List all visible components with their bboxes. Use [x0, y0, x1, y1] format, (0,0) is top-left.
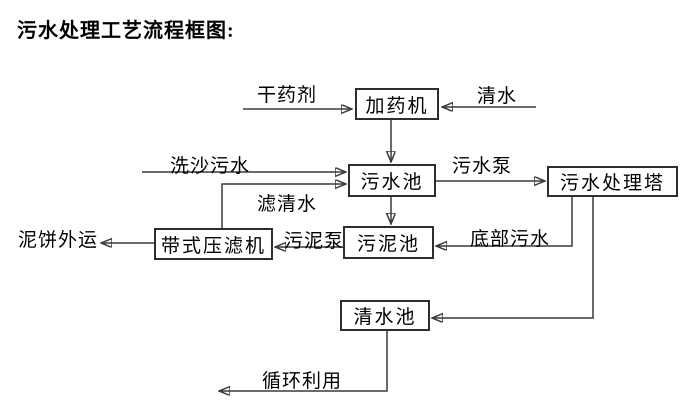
label-bottom-sewage: 底部污水	[470, 229, 551, 250]
label-mud-cake-out: 泥饼外运	[18, 230, 99, 251]
label-dry-agent: 干药剂	[257, 85, 318, 106]
arrow-treatment-tower-to-clean-water-pool	[432, 197, 594, 318]
node-dosing-machine: 加药机	[355, 88, 439, 120]
page-title: 污水处理工艺流程框图:	[17, 20, 235, 42]
label-filtered-water: 滤清水	[257, 194, 318, 215]
arrow-bottom-sewage-to-sludge-pool	[436, 197, 573, 246]
label-sludge-pump: 污泥泵	[284, 231, 345, 252]
label-sewage-pump: 污水泵	[452, 156, 513, 177]
node-clean-water-pool: 清水池	[340, 300, 430, 331]
arrow-clean-water-pool-to-recycle	[219, 331, 388, 391]
node-treatment-tower: 污水处理塔	[547, 166, 678, 197]
label-recycle: 循环利用	[262, 371, 343, 392]
node-sewage-pool: 污水池	[348, 164, 436, 197]
label-clean-water: 清水	[477, 86, 518, 107]
node-belt-filter-press: 带式压滤机	[154, 228, 273, 260]
arrow-filtered-water-to-sewage-pool	[221, 184, 346, 228]
node-sludge-pool: 污泥池	[343, 226, 434, 259]
label-sand-washing-sewage: 洗沙污水	[170, 156, 251, 177]
